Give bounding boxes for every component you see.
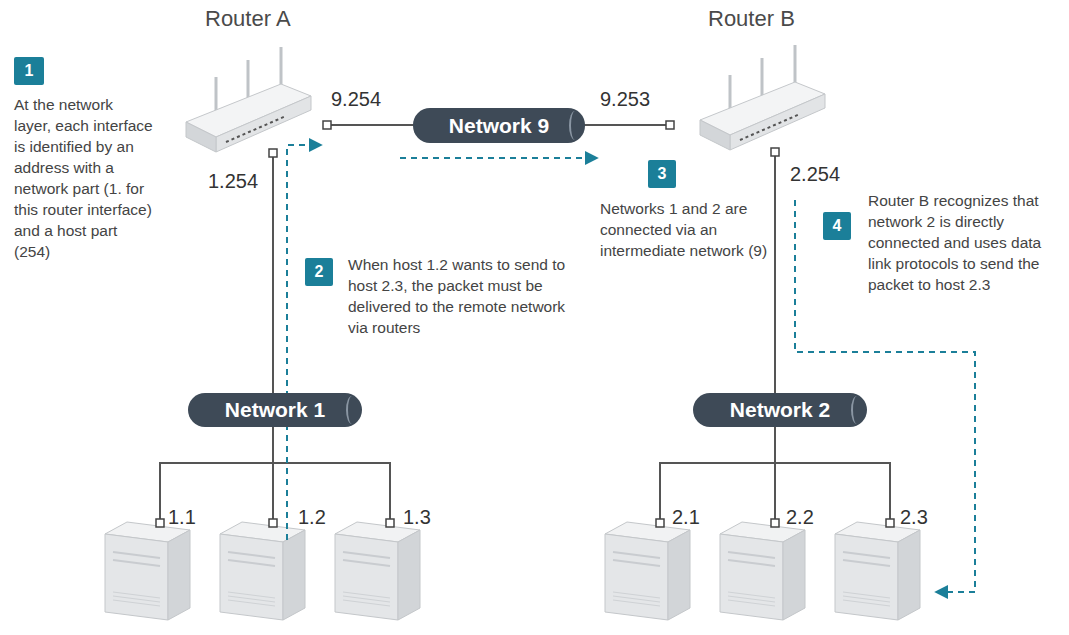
network-segment: Network 9 xyxy=(413,108,585,143)
callout-number: 4 xyxy=(823,212,851,240)
callout-number: 3 xyxy=(648,160,676,188)
callout-number: 1 xyxy=(14,57,44,85)
host-address: 1.3 xyxy=(403,506,431,529)
callout-text: Networks 1 and 2 are connected via an in… xyxy=(600,198,775,261)
interface-address: 2.254 xyxy=(790,163,840,186)
callout-digit: 3 xyxy=(658,165,667,183)
interface-address: 9.253 xyxy=(600,88,650,111)
host-address: 1.1 xyxy=(168,506,196,529)
callout-digit: 1 xyxy=(25,62,34,80)
cylinder-end xyxy=(851,396,863,424)
network-name: Network 9 xyxy=(449,114,549,138)
callout-text: At the network layer, each interface is … xyxy=(14,94,154,262)
network-name: Network 2 xyxy=(730,398,830,422)
interface-address: 9.254 xyxy=(331,88,381,111)
network-segment: Network 1 xyxy=(188,393,362,427)
interface-address: 1.254 xyxy=(208,170,258,193)
router-name: Router B xyxy=(708,6,795,32)
cylinder-end xyxy=(346,396,358,424)
network-segment: Network 2 xyxy=(693,393,867,427)
host-address: 2.3 xyxy=(900,506,928,529)
callout-number: 2 xyxy=(305,258,333,286)
router-name: Router A xyxy=(205,6,291,32)
host-address: 2.1 xyxy=(672,506,700,529)
network-name: Network 1 xyxy=(225,398,325,422)
callout-digit: 4 xyxy=(833,217,842,235)
host-address: 2.2 xyxy=(786,506,814,529)
callout-digit: 2 xyxy=(315,263,324,281)
callout-text: When host 1.2 wants to send to host 2.3,… xyxy=(348,254,570,338)
callout-text: Router B recognizes that network 2 is di… xyxy=(868,190,1060,295)
cylinder-end xyxy=(569,111,581,140)
host-address: 1.2 xyxy=(298,506,326,529)
